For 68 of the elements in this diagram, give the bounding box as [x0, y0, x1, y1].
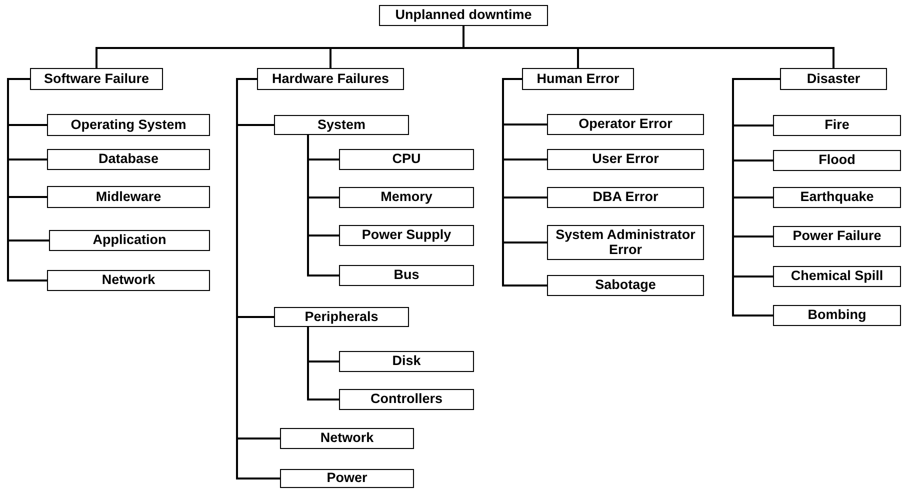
category-box: [257, 68, 404, 90]
node-label: System: [317, 118, 366, 132]
category-box: [30, 68, 163, 90]
category-box: [339, 351, 474, 372]
category-box: [773, 266, 901, 287]
category-box: [339, 389, 474, 410]
node-label: DBA Error: [592, 190, 658, 205]
node-label: Network: [320, 431, 374, 446]
category-box: [280, 428, 414, 449]
category-box: [773, 305, 901, 326]
node-label: Power Supply: [362, 228, 452, 243]
node-label: Software Failure: [44, 72, 150, 86]
connector-line: [7, 78, 47, 282]
connector-line: [307, 327, 339, 400]
category-box: [47, 114, 210, 136]
connector-line: [732, 78, 780, 316]
node-label: Hardware Failures: [272, 72, 390, 86]
node-label: Disaster: [806, 72, 860, 86]
node-label: Fire: [824, 118, 850, 133]
category-box: [773, 187, 901, 208]
category-box: [773, 115, 901, 136]
category-box: [547, 114, 704, 135]
node-label: Bus: [394, 268, 420, 283]
category-box: [547, 275, 704, 296]
node-label: Memory: [380, 190, 432, 205]
node-label: Database: [98, 152, 159, 167]
category-box: [339, 225, 474, 246]
category-box: [339, 187, 474, 208]
node-label: Human Error: [536, 72, 620, 86]
node-label: Chemical Spill: [790, 269, 884, 284]
node-label: System Administrator Error: [554, 228, 696, 258]
category-box: [773, 226, 901, 247]
node-label: Operating System: [70, 118, 186, 132]
category-box: [47, 149, 210, 170]
category-box: [47, 270, 210, 291]
node-label: Flood: [818, 153, 856, 168]
connector-line: [462, 26, 834, 68]
connector-line: [307, 135, 339, 276]
category-box: [49, 230, 210, 251]
category-box: [379, 5, 548, 26]
category-box: [773, 150, 901, 171]
node-label: Peripherals: [304, 310, 378, 324]
category-box: [339, 265, 474, 286]
node-label: Midleware: [96, 190, 162, 204]
node-label: Controllers: [370, 392, 442, 407]
node-label: Unplanned downtime: [395, 8, 532, 23]
node-label: CPU: [392, 152, 421, 167]
category-box: [280, 469, 414, 488]
node-label: Operator Error: [578, 117, 672, 132]
category-box: [780, 68, 887, 90]
category-box: [547, 225, 704, 260]
node-label: Bombing: [808, 308, 866, 323]
node-label: Network: [102, 273, 156, 288]
category-box: [47, 186, 210, 208]
connector-line: [502, 78, 547, 286]
category-box: [547, 187, 704, 208]
node-label: Sabotage: [595, 278, 656, 293]
category-box: [274, 307, 409, 327]
node-label: User Error: [592, 152, 659, 167]
node-label: Earthquake: [800, 190, 874, 205]
category-box: [339, 149, 474, 170]
category-box: [274, 115, 409, 135]
node-label: Disk: [392, 354, 421, 369]
node-label: Power: [326, 471, 368, 486]
node-label: Application: [92, 233, 166, 248]
node-label: Power Failure: [792, 229, 882, 244]
category-box: [522, 68, 634, 90]
category-box: [547, 149, 704, 170]
